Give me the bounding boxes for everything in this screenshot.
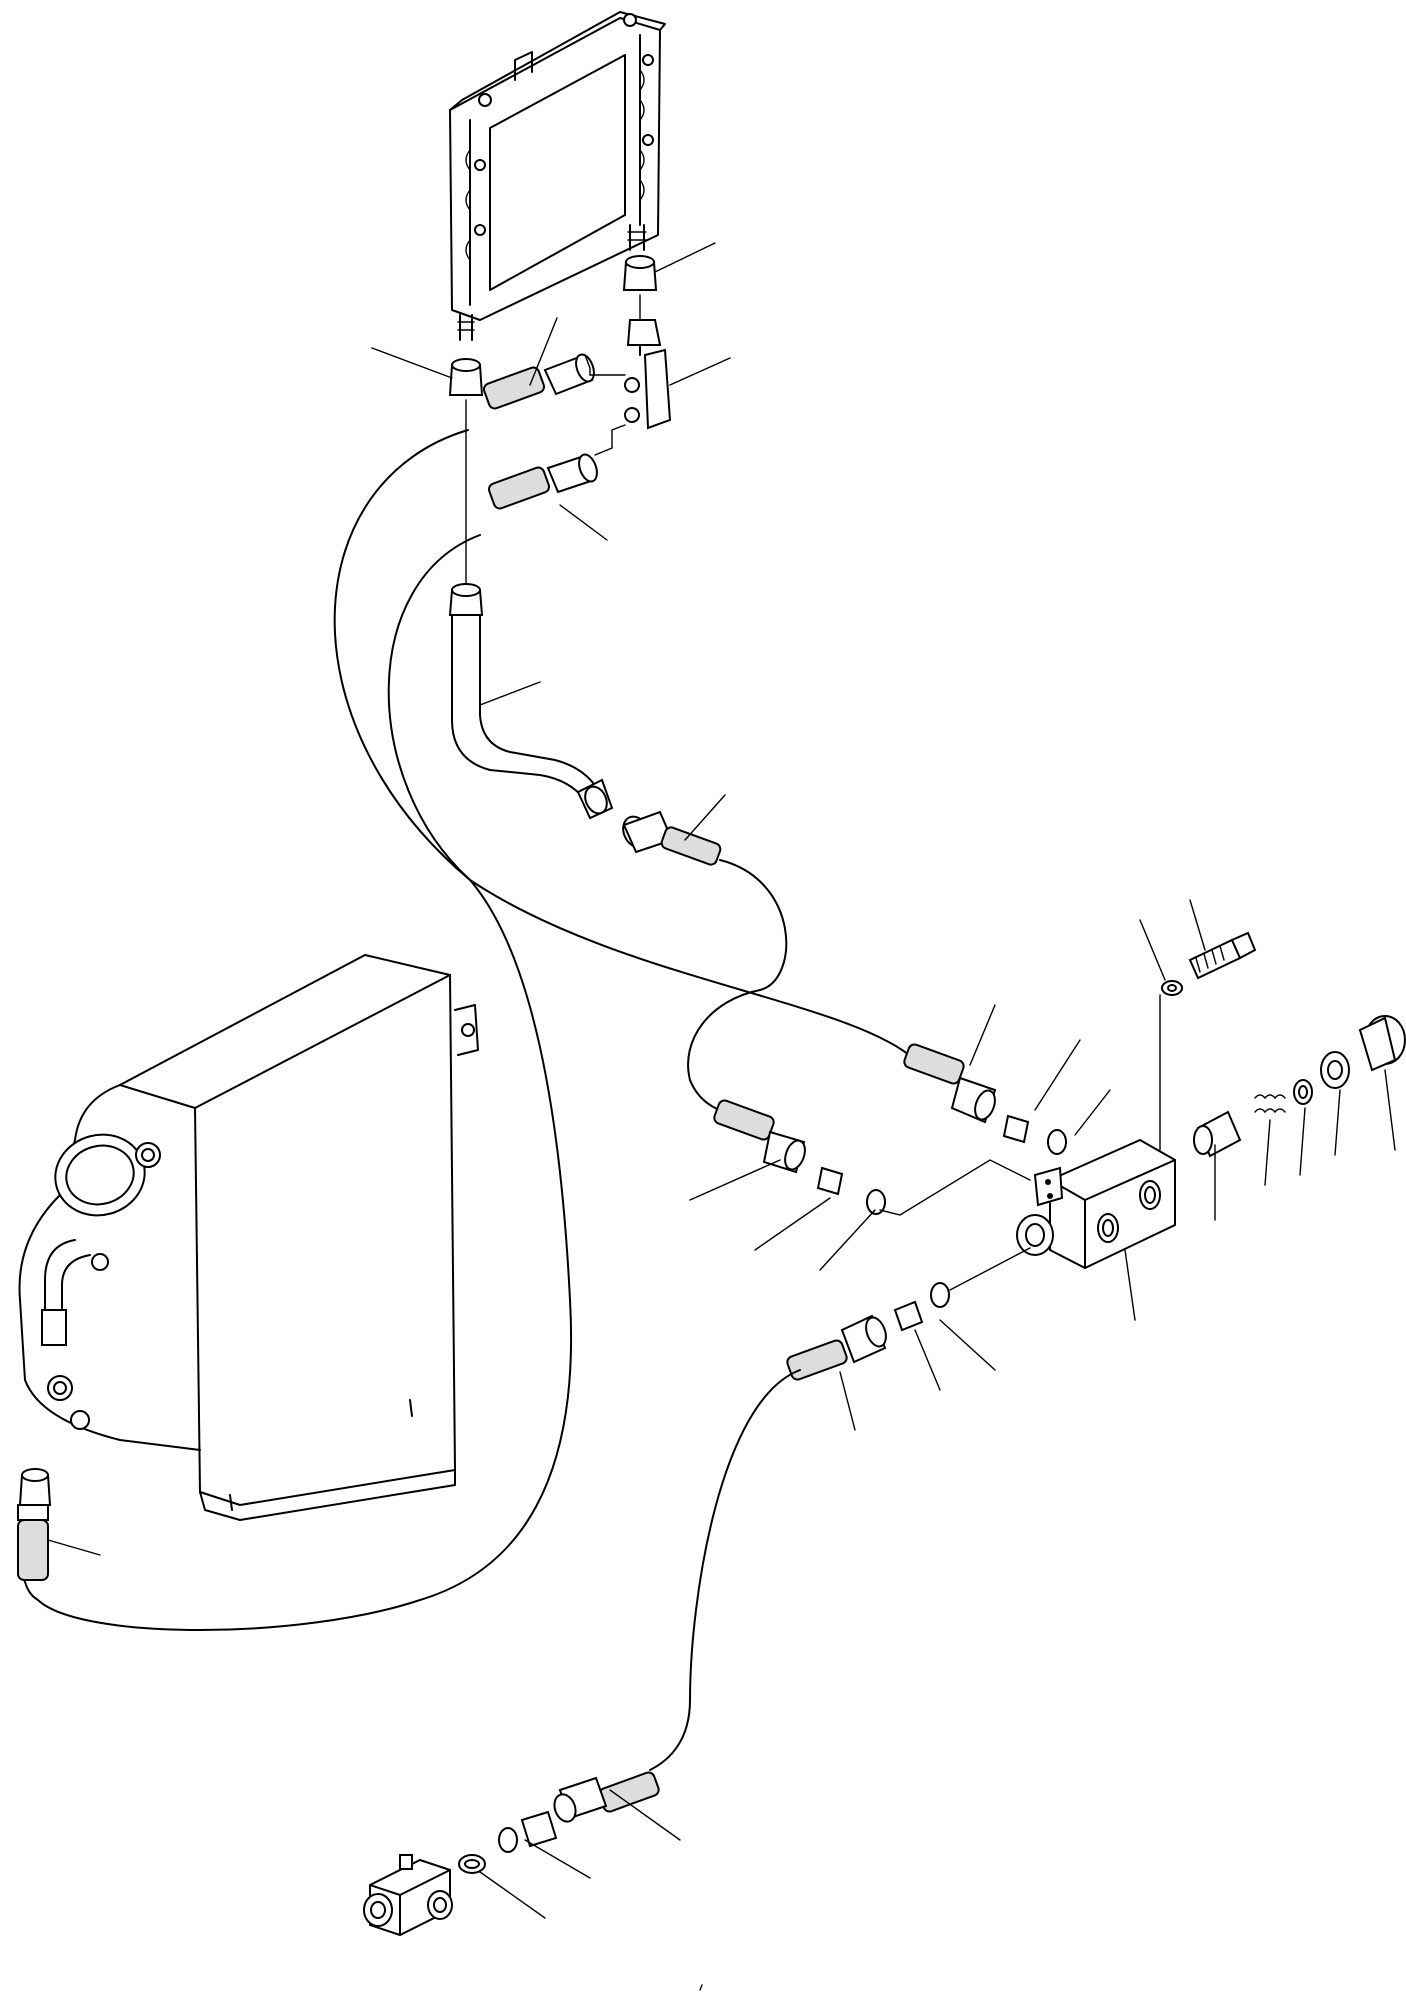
long-hose-1: [333, 429, 916, 1061]
long-hose-2: [21, 534, 572, 1631]
right-cooler-nut: [622, 255, 658, 291]
valve-hose-end-3: [786, 1247, 1031, 1381]
tank-hose-end: [17, 1468, 52, 1581]
callout-leaders: [47, 242, 1396, 1919]
valve-plug-assembly: [1193, 1015, 1406, 1158]
bottom-hose: [649, 1369, 801, 1771]
bottom-tee-fitting: [363, 1854, 453, 1937]
rigid-steel-tube: [448, 583, 614, 820]
oil-cooler-core: [449, 11, 666, 341]
hydraulic-tank: [18, 954, 479, 1521]
tee-fitting: [624, 319, 672, 430]
bottom-hose-end: [458, 1771, 660, 1874]
second-hose-end: [487, 453, 598, 510]
connector-line-2: [594, 424, 626, 456]
valve-block: [1016, 1138, 1176, 1270]
page-mark: [699, 1984, 703, 1991]
connector-line-1: [584, 354, 626, 376]
loop-hose: [687, 859, 788, 1116]
valve-bolt: [1159, 931, 1257, 1151]
left-cooler-nut: [448, 358, 484, 396]
valve-hose-end-1: [903, 1043, 1067, 1155]
upper-hose-end: [482, 353, 595, 410]
tube-hose-end: [622, 810, 722, 866]
